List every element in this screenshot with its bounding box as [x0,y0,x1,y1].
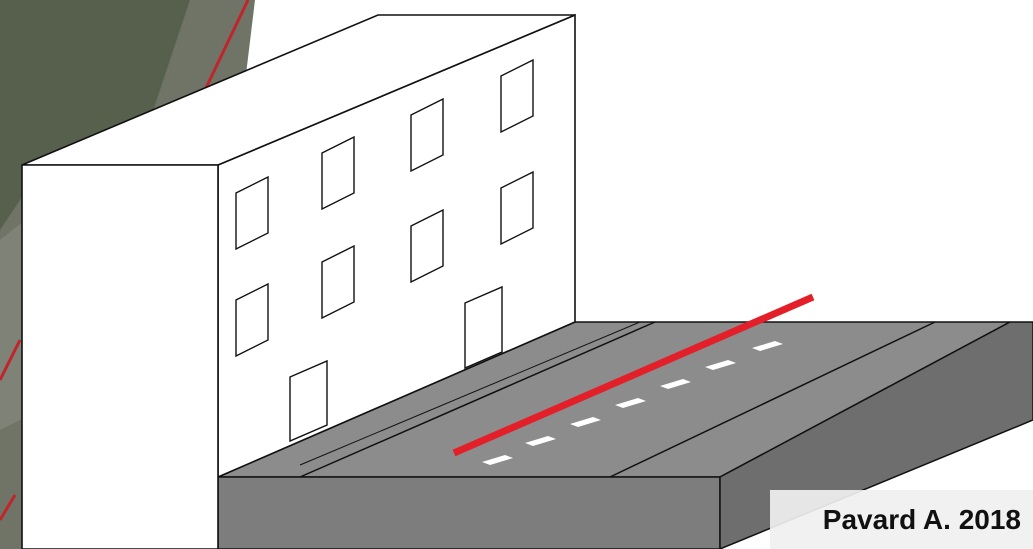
doors [289,285,503,443]
window [500,170,534,246]
window [235,175,269,251]
lane-dash [660,379,691,389]
window [410,97,444,173]
aerial-red-route-bottom [0,494,17,521]
sidewalk-curb-left-inner [299,321,641,466]
lane-markings [482,341,783,465]
lane-dash [752,341,783,351]
sidewalk-curb-left [299,321,656,478]
window [321,244,355,320]
lane-dash [615,398,646,408]
lane-dash [482,455,513,465]
road-front-face [217,476,721,549]
windows [235,58,534,358]
window [321,135,355,211]
aerial-vegetation [0,0,190,230]
window [500,58,534,134]
lane-dash [705,360,736,370]
aerial-red-route-left [0,339,22,381]
red-route-line [452,293,815,457]
building-side [21,164,219,549]
lane-dash [525,436,556,446]
door [289,359,328,443]
window [410,208,444,284]
sidewalk-curb-right [609,321,936,478]
window [235,282,269,358]
door [464,285,503,370]
building-icon [21,13,576,549]
lane-dash [570,417,601,427]
author-credit: Pavard A. 2018 [770,490,1033,549]
aerial-red-route-top [203,0,250,91]
